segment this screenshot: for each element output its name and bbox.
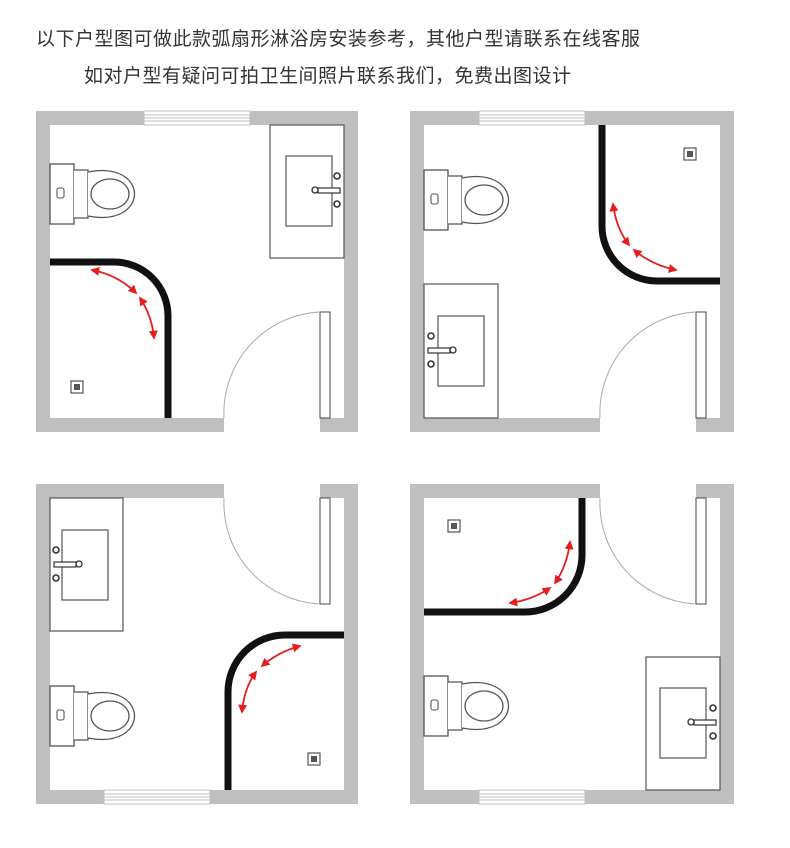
shower-enclosure	[424, 498, 586, 616]
sliding-direction-arrows	[609, 202, 678, 273]
floor-drain	[307, 752, 321, 766]
floor-plan-2	[410, 110, 734, 432]
shower-enclosure	[598, 125, 720, 285]
door	[599, 497, 707, 605]
floor-plan-3	[36, 484, 358, 805]
toilet	[423, 675, 510, 737]
sink-vanity	[645, 656, 721, 791]
floor-drain	[70, 380, 84, 394]
window	[478, 789, 586, 805]
floor-drain	[447, 519, 461, 533]
window	[143, 110, 251, 126]
door	[599, 311, 707, 419]
toilet	[423, 169, 510, 231]
header-line-2: 如对户型有疑问可拍卫生间照片联系我们，免费出图设计	[84, 65, 572, 87]
window	[478, 110, 586, 126]
shower-enclosure	[224, 631, 344, 790]
sliding-direction-arrows	[90, 266, 158, 340]
sink-vanity	[423, 283, 499, 419]
sliding-direction-arrows	[238, 643, 302, 714]
sink-vanity	[269, 124, 345, 259]
floor-plan-1	[36, 110, 358, 432]
floor-plan-4	[410, 484, 734, 805]
toilet	[49, 685, 136, 747]
shower-enclosure	[50, 258, 172, 418]
floor-drain	[683, 147, 697, 161]
room-walls	[36, 111, 358, 432]
sink-vanity	[49, 497, 124, 632]
door	[223, 497, 331, 605]
door	[223, 311, 331, 419]
toilet	[49, 163, 136, 225]
header-line-1: 以下户型图可做此款弧扇形淋浴房安装参考，其他户型请联系在线客服	[36, 28, 641, 50]
window	[103, 789, 211, 805]
sliding-direction-arrows	[508, 540, 574, 607]
